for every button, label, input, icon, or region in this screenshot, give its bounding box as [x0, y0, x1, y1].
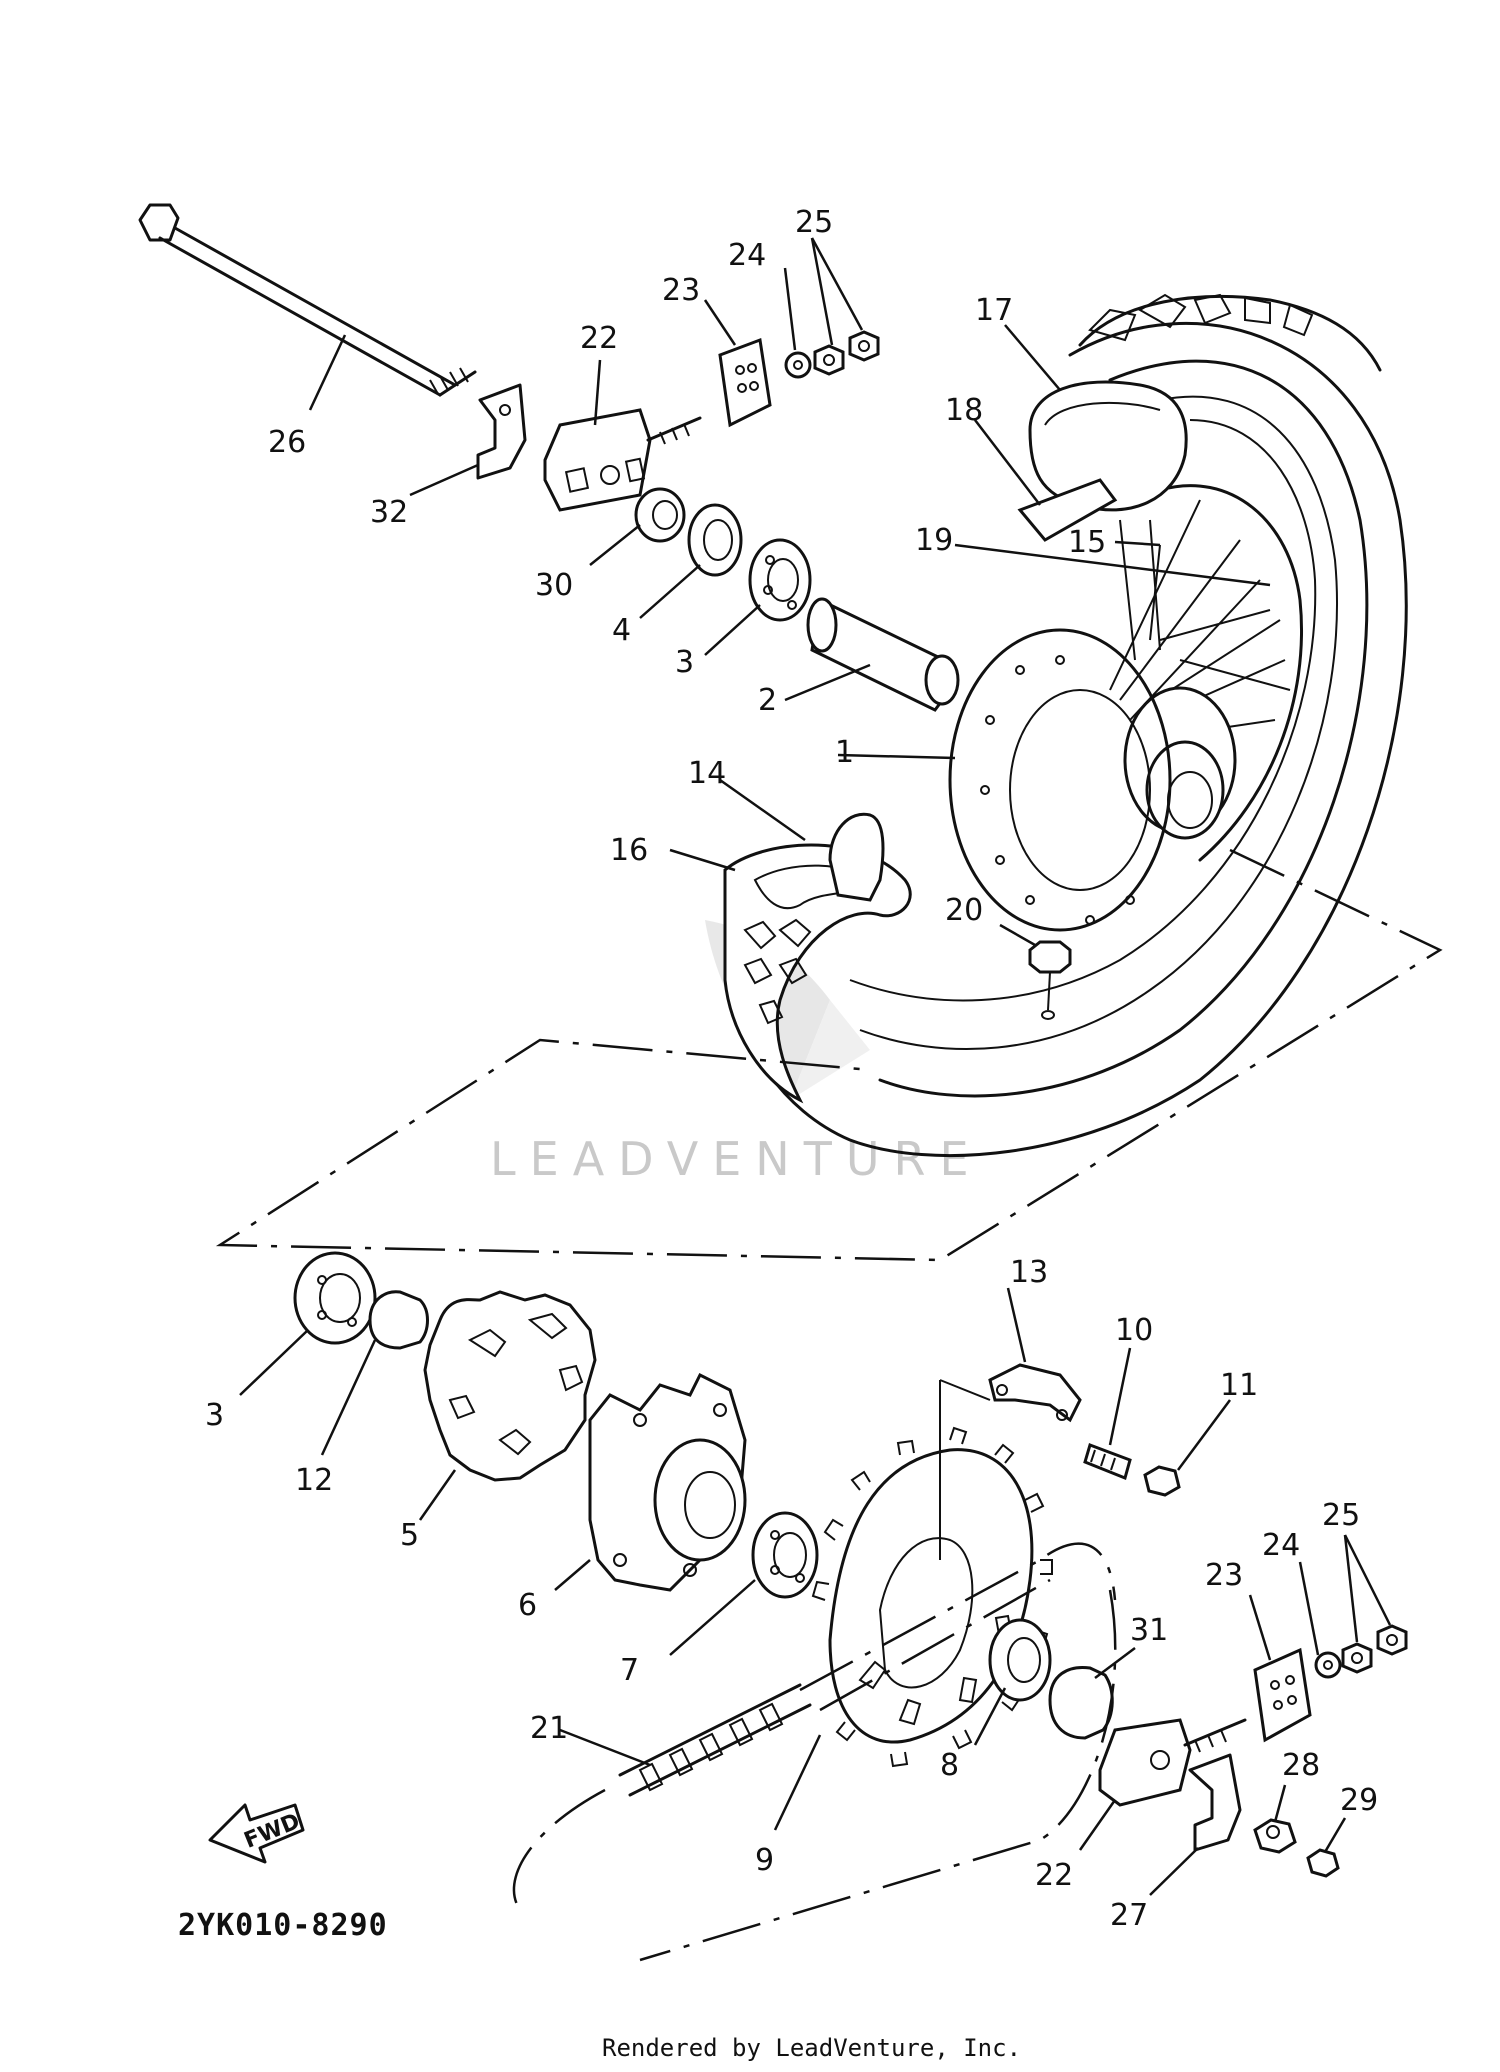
valve-nut [1028, 940, 1072, 974]
adjuster-block-right [1253, 1647, 1312, 1743]
assembly-line-box [215, 848, 1443, 1262]
callout-26: 26 [268, 425, 306, 460]
callout-18: 18 [945, 393, 983, 428]
callout-4: 4 [612, 613, 631, 648]
nut-right-a [1341, 1642, 1373, 1674]
callout-2: 2 [758, 683, 777, 718]
collar-bottom [368, 1290, 429, 1350]
fwd-label: FWD [241, 1809, 304, 1854]
chain-puller-right [1098, 1718, 1247, 1807]
collar-sprocket [1048, 1665, 1114, 1740]
adjuster-block-top [718, 337, 772, 428]
spoke [1149, 544, 1161, 641]
callout-29: 29 [1340, 1783, 1378, 1818]
callout-7: 7 [620, 1653, 639, 1688]
bracket-nut [1143, 1465, 1181, 1497]
nut-right-b [1376, 1624, 1408, 1656]
callout-1: 1 [835, 735, 854, 770]
nut-top-a [813, 344, 845, 376]
callout-24-bottom: 24 [1262, 1528, 1300, 1563]
bearing-bottom [293, 1251, 377, 1345]
bracket-bolt [1083, 1443, 1132, 1481]
rear-sprocket [811, 1426, 1053, 1768]
callout-25-top: 25 [795, 205, 833, 240]
callout-30: 30 [535, 568, 573, 603]
callout-3-bottom: 3 [205, 1398, 224, 1433]
callout-11: 11 [1220, 1368, 1258, 1403]
spacer-tube [806, 597, 960, 712]
bearing-top [748, 538, 812, 622]
watermark-text: LEADVENTURE [490, 1132, 983, 1186]
callout-19: 19 [915, 523, 953, 558]
washer-top [784, 351, 812, 379]
drive-chain [512, 1542, 1117, 1962]
axle-nut [1253, 1818, 1297, 1854]
bearing-sprocket [751, 1511, 819, 1599]
callout-20: 20 [945, 893, 983, 928]
callout-5: 5 [400, 1518, 419, 1553]
callout-17: 17 [975, 293, 1013, 328]
callout-23-bottom: 23 [1205, 1558, 1243, 1593]
rear-wheel [738, 293, 1408, 1158]
chain-puller-left [543, 408, 702, 512]
nut-top-b [848, 330, 880, 362]
callout-31: 31 [1130, 1613, 1168, 1648]
callout-32: 32 [370, 495, 408, 530]
axle [138, 203, 477, 397]
callout-23-top: 23 [662, 273, 700, 308]
callout-28: 28 [1282, 1748, 1320, 1783]
callout-13: 13 [1010, 1255, 1048, 1290]
chain-puller-plate-left [476, 383, 527, 480]
washer-right [1314, 1651, 1342, 1679]
callout-numbers: 1 2 3 3 4 5 6 7 8 9 10 11 12 13 14 15 16… [205, 205, 1378, 1933]
hub-damper [423, 1290, 597, 1482]
callout-15: 15 [1068, 525, 1106, 560]
collar-top [634, 487, 686, 543]
callout-24-top: 24 [728, 238, 766, 273]
callout-22-top: 22 [580, 321, 618, 356]
callout-22-bottom: 22 [1035, 1858, 1073, 1893]
caliper-bracket [939, 1363, 1082, 1560]
oil-seal [687, 503, 743, 577]
callout-9: 9 [755, 1843, 774, 1878]
callout-3-top: 3 [675, 645, 694, 680]
callout-10: 10 [1115, 1313, 1153, 1348]
forward-arrow-icon: FWD [208, 1803, 305, 1864]
callout-27: 27 [1110, 1898, 1148, 1933]
callout-25-bottom: 25 [1322, 1498, 1360, 1533]
leader-lines [239, 237, 1392, 1896]
rendered-by-footer: Rendered by LeadVenture, Inc. [602, 2034, 1021, 2062]
callout-21: 21 [530, 1711, 568, 1746]
callout-14: 14 [688, 756, 726, 791]
diagram-code: 2YK010-8290 [178, 1908, 388, 1943]
callout-12: 12 [295, 1463, 333, 1498]
tire-section [723, 812, 912, 1104]
rim-tape [1017, 478, 1118, 542]
oil-seal-sprocket [988, 1618, 1052, 1702]
callout-16: 16 [610, 833, 648, 868]
callout-8: 8 [940, 1748, 959, 1783]
cotter-nut [1306, 1848, 1340, 1878]
chain-puller-plate-right [1188, 1753, 1242, 1852]
sprocket-hub [588, 1372, 747, 1592]
callout-6: 6 [518, 1588, 537, 1623]
